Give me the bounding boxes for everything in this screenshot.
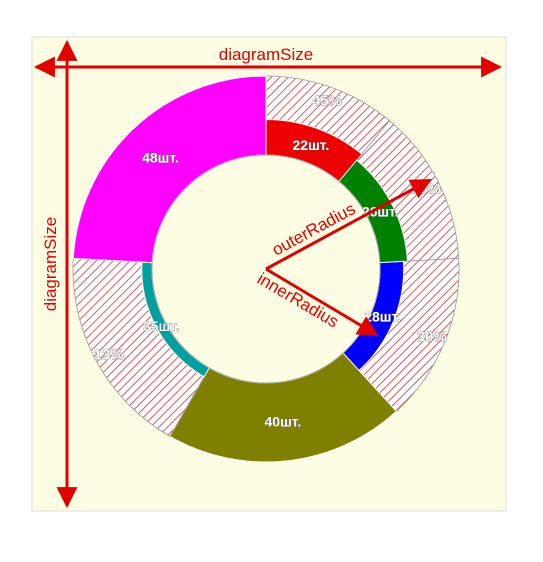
diagram-size-vertical-label: diagramSize [41,217,60,312]
inner-radius-arrow [265,267,379,337]
outer-radius-arrow [265,178,432,271]
segment-percent-label: 45% [312,93,342,110]
inner-hole-outline [151,154,381,384]
segment-value-label: 48шт. [142,150,179,166]
segment-value-label: 22шт. [293,137,330,153]
segment-value-label: 28шт. [364,309,401,325]
segment-percent-label: 13% [94,346,124,363]
segment-percent-label: 30% [417,329,447,346]
segment-value-label: 26шт. [362,204,399,220]
segment-value-label: 40шт. [265,414,302,430]
segment-value-label: 35шт. [143,318,180,334]
diagram-size-horizontal-label: diagramSize [219,45,314,64]
